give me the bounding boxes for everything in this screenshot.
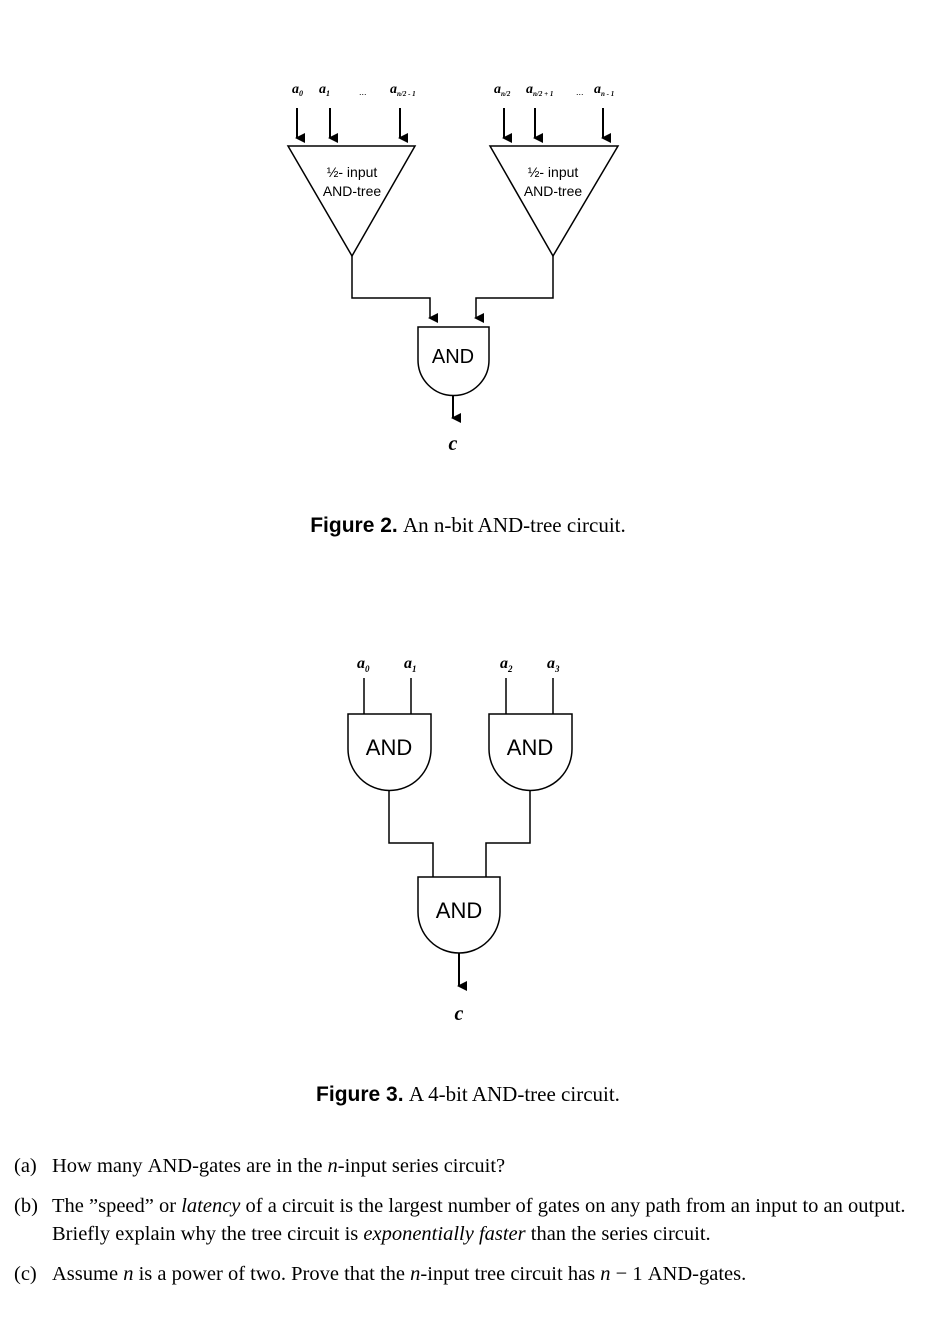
f3-and-gate-left — [347, 713, 432, 792]
f3-and-gate-right — [488, 713, 573, 792]
figure-3-caption-text: A 4-bit AND-tree circuit. — [408, 1082, 620, 1106]
f3-input-a1: a1 — [404, 655, 417, 674]
f3-input-a3: a3 — [547, 655, 560, 674]
f2-input-a-half: an/2 — [494, 82, 511, 98]
f3-wire-right — [485, 790, 531, 877]
f3-output-c: c — [455, 1003, 464, 1025]
f3-input-a2: a2 — [500, 655, 513, 674]
question-a-mark: (a) — [14, 1155, 37, 1177]
f3-input-a0: a0 — [357, 655, 370, 674]
f2-and-gate-label: AND — [432, 346, 474, 368]
figure-3-diagram: a0 a1 a2 a3 AND AND AND c — [347, 655, 573, 1025]
question-c-mark: (c) — [14, 1263, 37, 1285]
f2-right-and-tree — [488, 145, 620, 258]
f2-left-tree-label-1: ½- input — [327, 164, 378, 180]
question-a: (a) How many AND-gates are in the n-inpu… — [14, 1152, 924, 1180]
figure-3-caption: Figure 3. A 4-bit AND-tree circuit. — [0, 1082, 936, 1107]
f2-input-ellipsis-right: ... — [576, 87, 584, 97]
question-c: (c) Assume n is a power of two. Prove th… — [14, 1260, 924, 1288]
figure-2-diagram: a0 a1 ... an/2 - 1 an/2 an/2 + 1 ... an … — [286, 82, 620, 455]
f3-wire-left — [388, 790, 434, 877]
figures-canvas: a0 a1 ... an/2 - 1 an/2 an/2 + 1 ... an … — [286, 82, 620, 1025]
f2-input-ellipsis-left: ... — [359, 87, 367, 97]
f3-and-gate-right-label: AND — [507, 735, 553, 760]
question-list: (a) How many AND-gates are in the n-inpu… — [14, 1152, 924, 1300]
figure-2-caption: Figure 2. An n-bit AND-tree circuit. — [0, 513, 936, 538]
f2-wire-right — [474, 256, 554, 323]
f2-input-a-half-minus-1: an/2 - 1 — [390, 82, 416, 98]
f2-input-a0: a0 — [292, 82, 303, 98]
f2-left-and-tree — [286, 145, 417, 258]
f2-right-tree-label-1: ½- input — [528, 164, 579, 180]
f2-input-a1: a1 — [319, 82, 330, 98]
f2-input-a-n-minus-1: an - 1 — [594, 82, 614, 98]
f3-and-gate-left-label: AND — [366, 735, 412, 760]
figure-2-caption-text: An n-bit AND-tree circuit. — [403, 513, 626, 537]
f2-left-tree-label-2: AND-tree — [323, 183, 382, 199]
figure-2-caption-label: Figure 2. — [310, 514, 398, 537]
f2-input-a-half-plus-1: an/2 + 1 — [526, 82, 553, 98]
f2-wire-left — [351, 256, 438, 323]
f3-and-gate-final-label: AND — [436, 898, 482, 923]
f2-right-tree-label-2: AND-tree — [524, 183, 583, 199]
question-b-mark: (b) — [14, 1195, 38, 1217]
figure-3-caption-label: Figure 3. — [316, 1083, 404, 1106]
question-b: (b) The ”speed” or latency of a circuit … — [14, 1192, 924, 1248]
f3-and-gate-final — [417, 876, 501, 954]
f2-output-c: c — [449, 433, 458, 455]
f2-and-gate — [417, 326, 490, 397]
